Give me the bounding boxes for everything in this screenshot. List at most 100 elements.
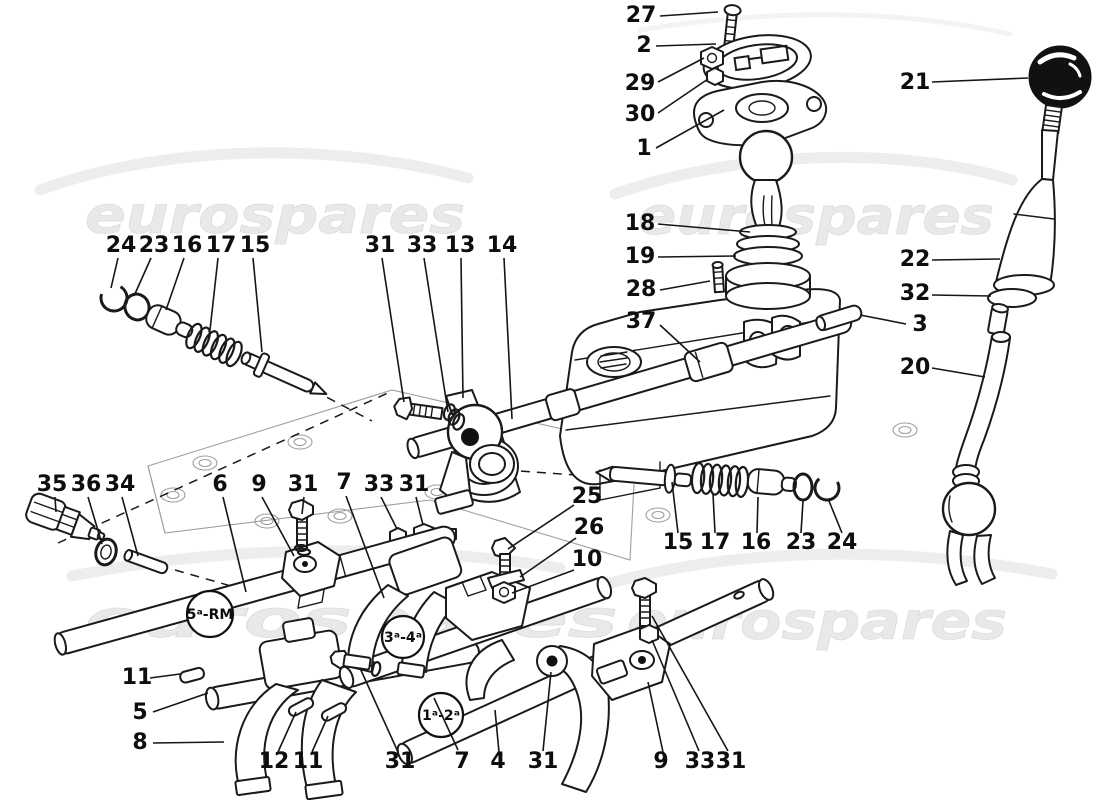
swoosh-curve xyxy=(637,12,1013,37)
selector-head-drawing xyxy=(389,389,515,546)
switch-pin-drawing xyxy=(123,549,169,575)
leader-line xyxy=(828,500,843,534)
leader-line xyxy=(423,257,449,413)
leader-line xyxy=(152,692,209,713)
leader-line xyxy=(433,697,459,751)
part-number-label: 4 xyxy=(490,749,505,774)
leader-line xyxy=(503,257,513,420)
leader-line xyxy=(511,569,575,594)
bolt-icon xyxy=(393,396,444,421)
part-number-label: 9 xyxy=(653,749,668,774)
leader-line xyxy=(301,496,305,515)
lever-upper-drawing xyxy=(993,129,1059,296)
leader-line xyxy=(380,496,398,530)
leader-line xyxy=(519,537,577,578)
leader-line xyxy=(277,711,297,753)
tab-washer-icon xyxy=(487,569,525,589)
leader-line xyxy=(712,493,716,534)
part-number-label: 3 xyxy=(912,312,927,337)
shaft-pin-drawing xyxy=(815,304,863,332)
part-number-label: 1 xyxy=(636,136,651,161)
gear-balloon-text: 1ᵃ-2ᵃ xyxy=(422,708,460,724)
leader-line xyxy=(657,255,737,258)
leader-line xyxy=(659,280,711,291)
leader-line xyxy=(931,77,1029,83)
part-number-label: 11 xyxy=(293,749,324,774)
leader-line xyxy=(756,496,759,534)
part-number-label: 31 xyxy=(365,233,396,258)
leader-line xyxy=(931,294,992,297)
selector-clamp-drawing xyxy=(591,577,671,701)
part-number-label: 9 xyxy=(251,472,266,497)
lever-ball-drawing xyxy=(738,129,794,185)
lever-ring-drawing xyxy=(987,288,1037,308)
right-detent-set-drawing xyxy=(595,462,841,502)
part-number-label: 14 xyxy=(487,233,518,258)
part-number-label: 15 xyxy=(240,233,271,258)
boot-drawing xyxy=(733,224,803,266)
nut-icon xyxy=(639,624,659,644)
exploded-drawing xyxy=(25,4,1092,800)
leader-line xyxy=(800,500,804,534)
leader-line xyxy=(657,78,709,114)
part-number-label: 15 xyxy=(663,530,694,555)
switch-washer-drawing xyxy=(94,537,118,567)
leader-line xyxy=(657,223,751,233)
detent-plunger-drawing xyxy=(746,468,797,496)
part-number-label: 21 xyxy=(900,70,931,95)
part-number-label: 31 xyxy=(385,749,416,774)
leader-line xyxy=(671,481,679,534)
leader-line xyxy=(121,496,139,557)
leader-line xyxy=(110,257,119,289)
circlip-icon xyxy=(813,474,841,502)
leader-line xyxy=(165,257,185,311)
part-number-label: 17 xyxy=(206,233,237,258)
part-number-label: 7 xyxy=(336,470,351,495)
pin-icon xyxy=(287,697,315,717)
detent-spring-drawing xyxy=(185,322,243,368)
part-number-label: 8 xyxy=(132,730,147,755)
part-number-label: 30 xyxy=(625,102,656,127)
part-number-label: 16 xyxy=(172,233,203,258)
gear-balloon-text: 3ᵃ-4ᵃ xyxy=(384,630,422,646)
leader-line xyxy=(507,504,575,550)
part-number-label: 16 xyxy=(741,530,772,555)
part-number-label: 24 xyxy=(827,530,858,555)
leader-line xyxy=(931,367,986,378)
part-number-label: 33 xyxy=(364,472,395,497)
part-number-label: 34 xyxy=(105,472,136,497)
part-number-label: 20 xyxy=(900,355,931,380)
gear-balloon xyxy=(185,589,235,639)
part-number-label: 12 xyxy=(259,749,290,774)
swoosh-curve xyxy=(609,151,1018,200)
leader-line xyxy=(149,673,181,679)
part-number-label: 29 xyxy=(625,71,656,96)
rod-1st-2nd-drawing xyxy=(396,577,775,793)
gear-balloon xyxy=(380,614,426,660)
washer-icon xyxy=(123,292,151,322)
pin-icon xyxy=(179,666,205,684)
left-detent-set-drawing xyxy=(99,283,328,395)
part-number-label: 25 xyxy=(572,484,603,509)
leader-line xyxy=(87,496,103,545)
part-number-label: 35 xyxy=(37,472,68,497)
part-number-label: 31 xyxy=(399,472,430,497)
watermark-text: eurospares xyxy=(638,187,994,247)
watermark-text: eurospares xyxy=(85,186,465,246)
leader-line xyxy=(651,615,729,752)
part-number-label: 7 xyxy=(454,749,469,774)
part-number-label: 28 xyxy=(626,277,657,302)
nut-icon xyxy=(700,46,724,70)
lever-stub-drawing xyxy=(987,303,1009,336)
part-number-label: 10 xyxy=(572,547,603,572)
leader-line xyxy=(647,681,664,753)
swoosh-curve xyxy=(34,147,474,196)
stud-icon xyxy=(711,260,725,294)
leader-line xyxy=(494,709,500,753)
part-number-label: 23 xyxy=(139,233,170,258)
part-number-label: 5 xyxy=(132,700,147,725)
part-number-label: 24 xyxy=(106,233,137,258)
